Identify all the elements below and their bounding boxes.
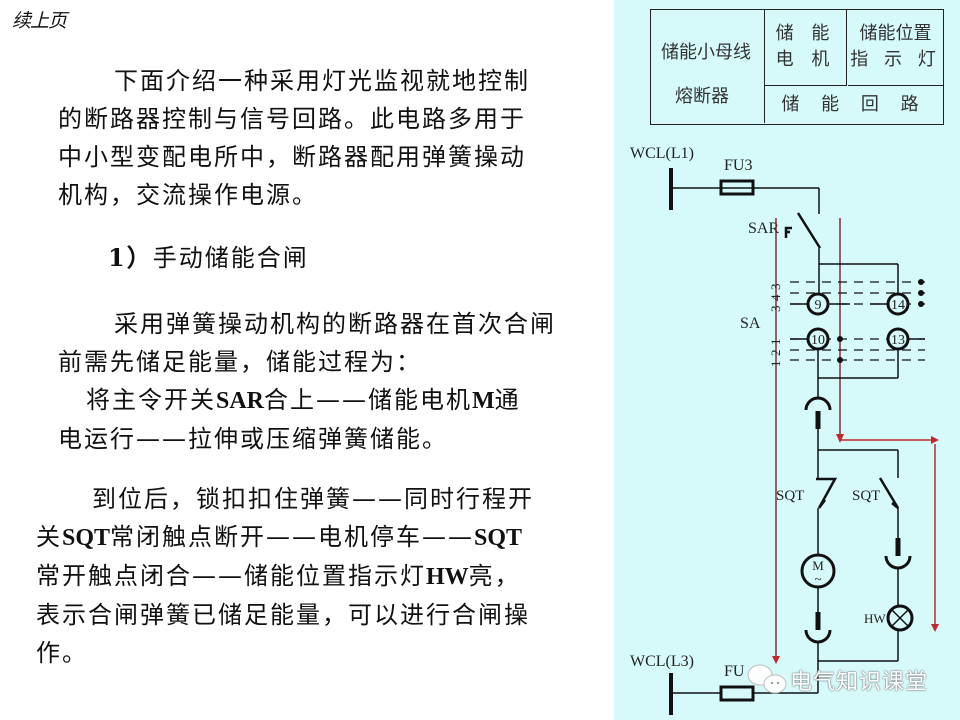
sa-label: SA <box>740 315 761 332</box>
svg-text:~: ~ <box>814 571 821 586</box>
text: 关 <box>36 523 62 551</box>
wechat-icon <box>747 664 787 694</box>
para-line: 作。 <box>36 639 88 667</box>
sa-contact-14: 14 <box>886 292 910 316</box>
sa-pos-label: 1 <box>768 361 783 368</box>
sar-label: SAR <box>748 220 779 237</box>
connector-socket-icon <box>804 396 832 411</box>
indicator-lamp-hw <box>886 604 914 632</box>
lamp-label: HW <box>864 611 886 626</box>
text: 合上——储能电机 <box>264 386 473 414</box>
legend-cell-motor: 储 能 电 机 <box>765 10 847 86</box>
fuse-bottom-label: FU <box>724 663 745 680</box>
manual-actuator-icon <box>784 226 792 238</box>
motor-symbol: M ~ <box>800 553 836 589</box>
charging-paragraph: 采用弹簧操动机构的断路器在首次合闸 前需先储足能量，储能过程为： 将主令开关SA… <box>58 305 568 458</box>
sa-pos-label: 1 <box>768 339 783 346</box>
legend-text: 储 能 <box>775 23 836 44</box>
fuse-bottom <box>719 685 755 702</box>
legend-text: 电 机 <box>775 49 836 70</box>
text: 将主令开关 <box>86 386 216 414</box>
hw-term: HW <box>426 564 469 590</box>
intro-line: 中小型变配电所中，断路器配用弹簧操动 <box>58 143 526 171</box>
sqt-nc-contact <box>816 477 838 509</box>
connector-socket-icon <box>804 629 832 644</box>
fuse-top-label: FU3 <box>724 157 752 174</box>
para-line-text: 采用弹簧操动机构的断路器在首次合闸 <box>114 310 556 338</box>
svg-text:10: 10 <box>811 333 825 348</box>
sa-pos-label: 3 <box>768 306 783 313</box>
para-line: 将主令开关SAR合上——储能电机M通 <box>58 381 568 420</box>
section-heading: 1）手动储能合闸 <box>108 238 309 273</box>
bus-bottom-label: WCL(L3) <box>630 653 694 670</box>
sqt-no-contact <box>878 477 900 509</box>
sqt-term: SQT <box>62 525 111 551</box>
sar-switch-blade <box>796 212 822 249</box>
continued-tag: 续上页 <box>12 10 67 32</box>
sqt-term: SQT <box>474 525 523 551</box>
legend-text: 熔断器 <box>675 86 729 107</box>
sa-contact-9: 9 <box>806 292 830 316</box>
text: 亮， <box>468 562 521 590</box>
sar-term: SAR <box>216 388 265 414</box>
legend-text: 储能小母线 <box>661 42 751 63</box>
text-panel: 续上页 下面介绍一种采用灯光监视就地控制 的断路器控制与信号回路。此电路多用于 … <box>12 10 576 672</box>
para-line-text: 到位后，锁扣扣住弹簧——同时行程开 <box>92 485 534 513</box>
legend-cell-lamp: 储能位置 指 示 灯 <box>848 10 943 86</box>
svg-text:9: 9 <box>815 298 822 313</box>
legend-cell-fuse: 储能小母线 熔断器 <box>651 10 765 123</box>
sa-contact-10: 10 <box>806 327 830 351</box>
motor-term: M <box>472 388 495 414</box>
intro-line-text: 下面介绍一种采用灯光监视就地控制 <box>114 67 530 95</box>
legend-text: 储能位置 <box>859 23 932 44</box>
sa-contact-13: 13 <box>886 327 910 351</box>
sqt-nc-label: SQT <box>776 488 804 504</box>
connector-socket-icon <box>884 555 912 570</box>
legend-table: 储能小母线 熔断器 储 能 电 机 储能位置 指 示 灯 储 能 回 路 <box>650 9 944 125</box>
text: 常开触点闭合——储能位置指示灯 <box>36 562 426 590</box>
sa-pos-label: 3 <box>768 284 783 291</box>
para-line: 采用弹簧操动机构的断路器在首次合闸 <box>58 305 568 343</box>
intro-line: 机构，交流操作电源。 <box>58 181 318 209</box>
section-title: 手动储能合闸 <box>152 244 309 272</box>
legend-text: 指 示 灯 <box>850 49 941 70</box>
svg-text:M: M <box>812 558 824 573</box>
fuse-top <box>719 179 755 196</box>
para-line: 表示合闸弹簧已储足能量，可以进行合闸操 <box>36 601 530 629</box>
watermark: 电气知识课堂 <box>790 670 929 695</box>
para-line: 前需先储足能量，储能过程为： <box>58 348 422 376</box>
legend-cell-circuit: 储 能 回 路 <box>781 94 927 115</box>
bus-top-label: WCL(L1) <box>630 145 694 162</box>
sa-pos-label: 4 <box>768 294 783 301</box>
section-number: 1） <box>108 243 153 272</box>
intro-line: 下面介绍一种采用灯光监视就地控制 <box>58 62 568 100</box>
intro-line: 的断路器控制与信号回路。此电路多用于 <box>58 105 526 133</box>
text: 通 <box>494 386 521 414</box>
para-line: 关SQT常闭触点断开——电机停车——SQT <box>36 518 576 557</box>
svg-text:13: 13 <box>891 333 905 348</box>
sa-pos-label: 2 <box>768 350 783 357</box>
result-paragraph: 到位后，锁扣扣住弹簧——同时行程开 关SQT常闭触点断开——电机停车——SQT … <box>36 480 576 672</box>
svg-text:14: 14 <box>891 298 905 313</box>
para-line: 电运行——拉伸或压缩弹簧储能。 <box>58 425 448 453</box>
text: 常闭触点断开——电机停车—— <box>110 523 475 551</box>
para-line: 常开触点闭合——储能位置指示灯HW亮， <box>36 557 576 596</box>
intro-paragraph: 下面介绍一种采用灯光监视就地控制 的断路器控制与信号回路。此电路多用于 中小型变… <box>58 62 568 214</box>
sqt-no-label: SQT <box>852 488 880 504</box>
para-line: 到位后，锁扣扣住弹簧——同时行程开 <box>36 480 576 518</box>
